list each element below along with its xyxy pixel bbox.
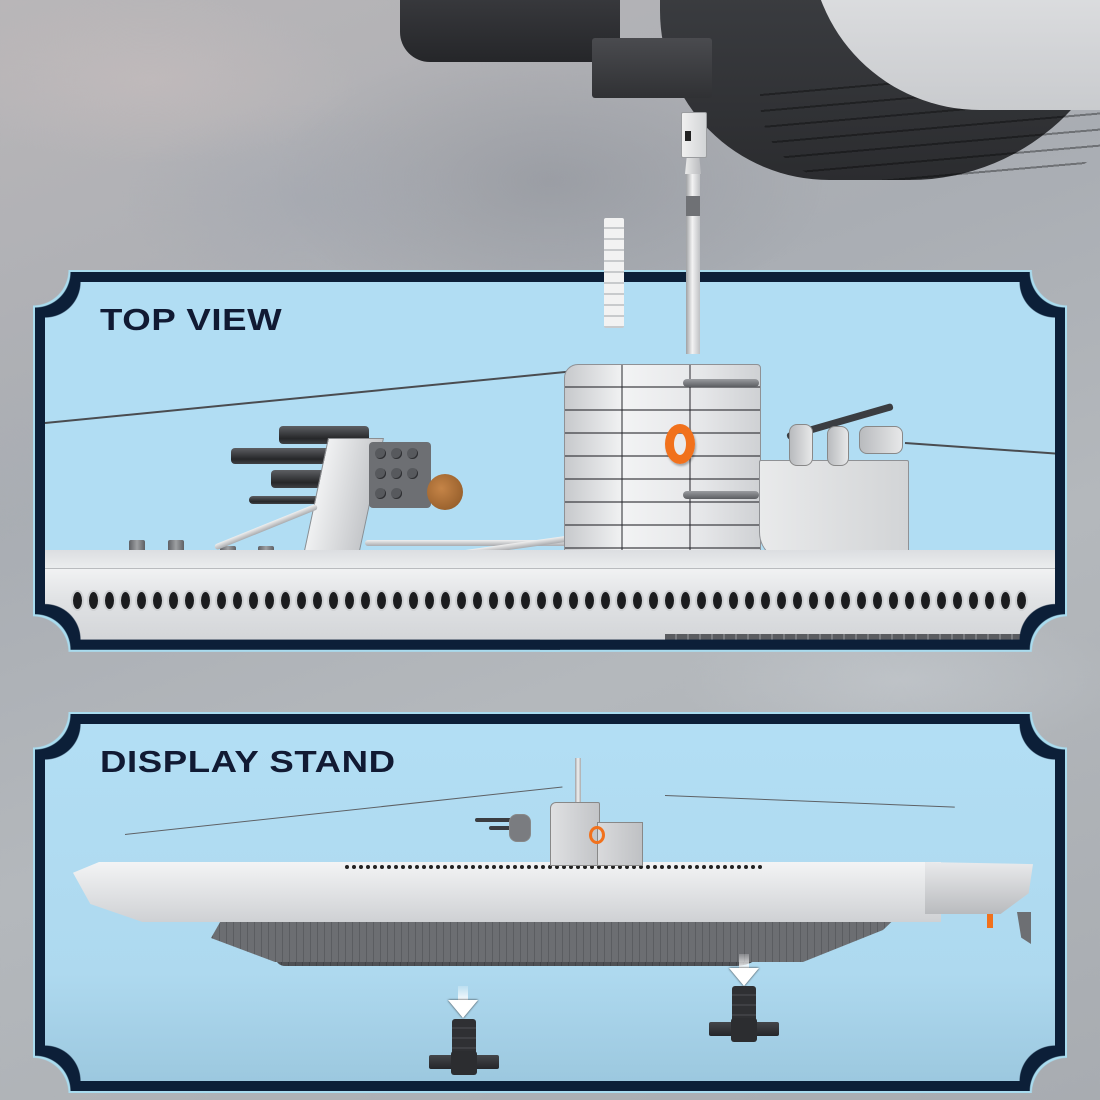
display-stand — [429, 1019, 499, 1075]
deck-railing — [365, 540, 575, 546]
top-view-submarine — [45, 282, 1055, 640]
deck-surface — [45, 550, 1055, 570]
display-stand-panel: DISPLAY STAND — [33, 712, 1067, 1093]
lifebuoy — [589, 826, 605, 844]
arrow-down-icon — [729, 954, 759, 988]
tower-aft-platform — [597, 822, 643, 866]
background-model-hull — [640, 0, 1100, 200]
deck-gun — [475, 814, 535, 844]
tower-aft-platform — [759, 460, 909, 562]
periscope — [575, 758, 581, 804]
propeller — [987, 914, 993, 928]
snorkel-mast — [604, 218, 624, 328]
full-submarine — [45, 724, 1055, 1081]
lifebuoy — [665, 424, 695, 464]
top-view-panel: TOP VIEW — [33, 270, 1067, 652]
deck-gun — [231, 422, 481, 572]
rudder — [1017, 912, 1031, 944]
stern-section — [925, 862, 1033, 914]
jumping-wire — [45, 365, 623, 424]
jumping-wire — [904, 442, 1055, 458]
panel-content-area — [45, 282, 1055, 640]
limber-holes — [345, 865, 762, 869]
upper-casing — [73, 862, 941, 922]
panel-content-area — [45, 724, 1055, 1081]
anti-aircraft-gun — [785, 386, 905, 466]
periscope — [681, 112, 707, 354]
conning-tower — [564, 364, 761, 560]
limber-holes — [73, 592, 1055, 614]
jumping-wire — [664, 795, 955, 808]
display-stand — [709, 986, 779, 1042]
pressure-hull — [665, 634, 1055, 640]
background-model-arm — [400, 0, 620, 62]
panel-title-top-view: TOP VIEW — [100, 302, 283, 337]
arrow-down-icon — [448, 986, 478, 1020]
panel-title-display-stand: DISPLAY STAND — [100, 744, 396, 779]
background-model-bracket — [592, 38, 712, 98]
ammo-drum — [427, 474, 463, 510]
hull-deck — [45, 568, 1055, 640]
